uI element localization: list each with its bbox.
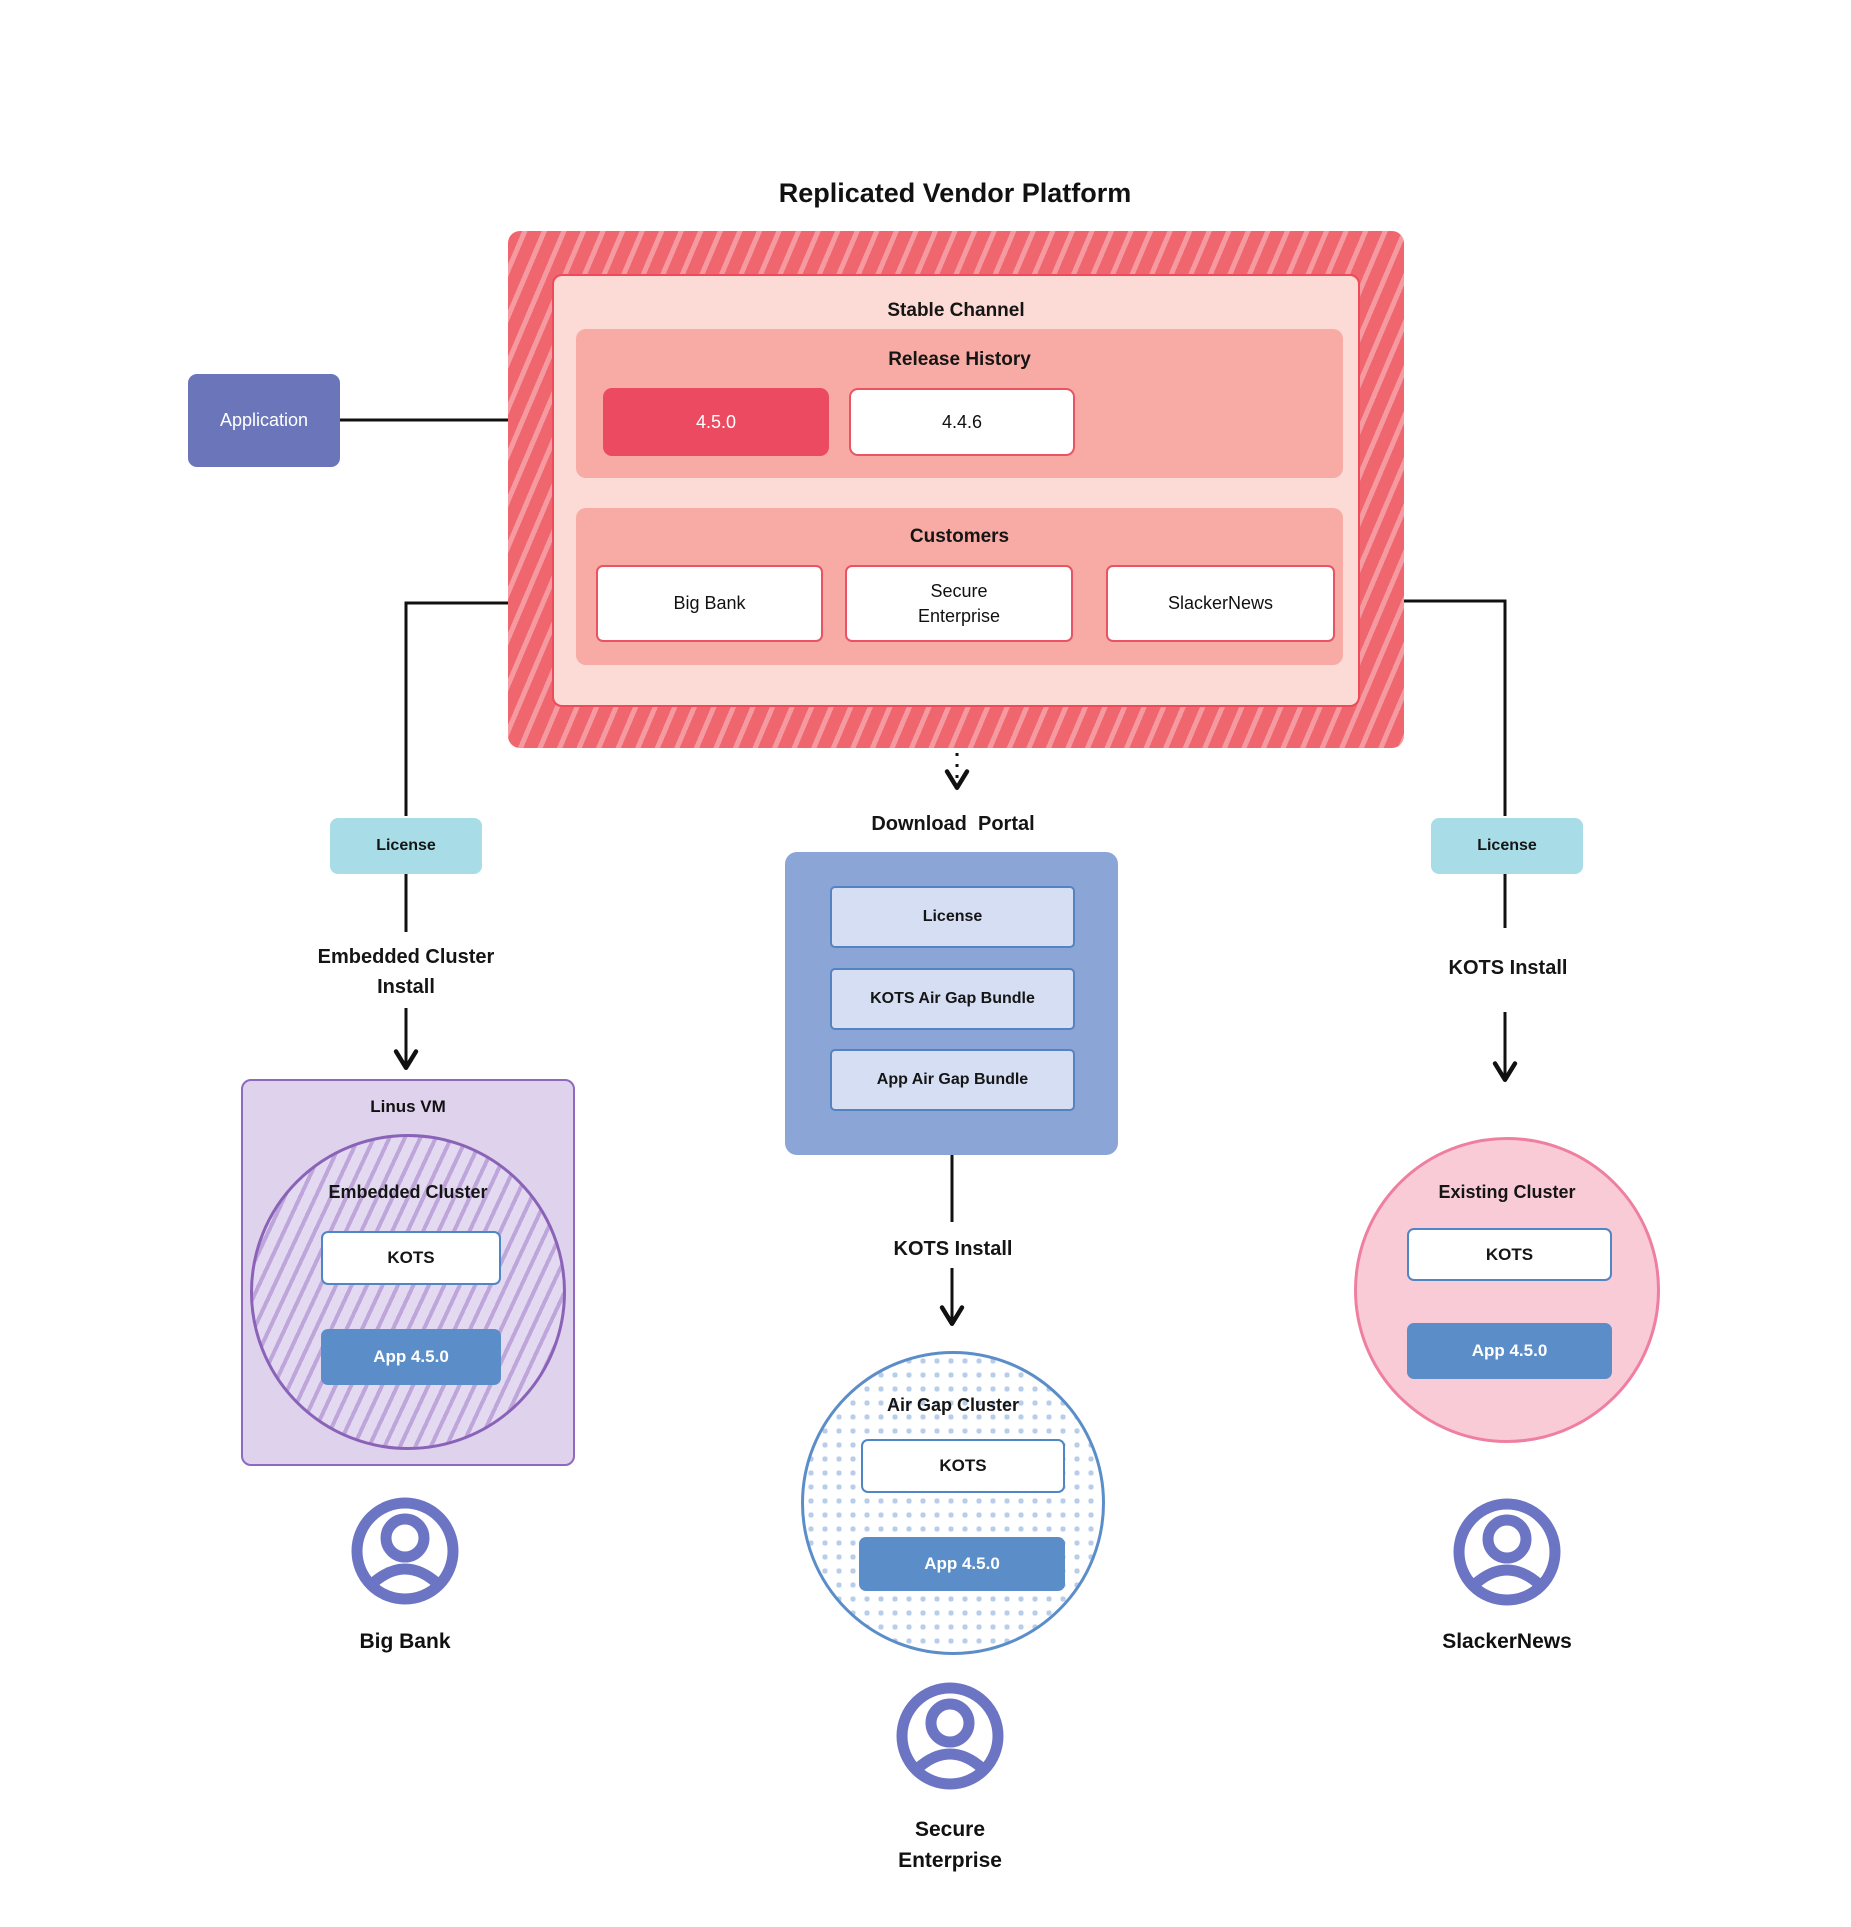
release-history-box: Release History 4.5.0 4.4.6	[576, 329, 1343, 478]
customer-big-bank[interactable]: Big Bank	[596, 565, 823, 642]
download-portal-title: Download Portal	[871, 813, 1035, 835]
kots-install-label-right: KOTS Install	[1448, 957, 1568, 979]
person-circle-icon	[1453, 1498, 1561, 1606]
linus-vm-box: Linus VM Embedded Cluster KOTS App 4.5.0	[241, 1079, 575, 1466]
portal-item-kots-airgap-bundle[interactable]: KOTS Air Gap Bundle	[830, 968, 1075, 1030]
vendor-platform-container: Stable Channel Release History 4.5.0 4.4…	[508, 231, 1404, 748]
embedded-cluster-install-label: Embedded Cluster Install	[317, 946, 495, 998]
kots-install-label-center: KOTS Install	[893, 1238, 1013, 1260]
customer-slackernews[interactable]: SlackerNews	[1106, 565, 1335, 642]
customers-label: Customers	[909, 526, 1010, 547]
app-box-airgap: App 4.5.0	[859, 1537, 1065, 1591]
portal-item-license[interactable]: License	[830, 886, 1075, 948]
existing-cluster-label: Existing Cluster	[1438, 1182, 1576, 1202]
stable-channel-label: Stable Channel	[887, 300, 1025, 321]
release-history-label: Release History	[888, 349, 1031, 370]
app-box-existing: App 4.5.0	[1407, 1323, 1612, 1379]
owner-label-secure-enterprise: Secure Enterprise	[898, 1818, 1002, 1872]
customer-secure-enterprise[interactable]: Secure Enterprise	[845, 565, 1073, 642]
air-gap-cluster-circle: Air Gap Cluster KOTS App 4.5.0	[801, 1351, 1105, 1655]
owner-label-big-bank: Big Bank	[359, 1630, 451, 1653]
kots-box-embedded: KOTS	[321, 1231, 501, 1285]
customers-box: Customers Big Bank Secure Enterprise Sla…	[576, 508, 1343, 665]
embedded-cluster-circle: Embedded Cluster KOTS App 4.5.0	[250, 1134, 566, 1450]
kots-box-airgap: KOTS	[861, 1439, 1065, 1493]
owner-label-slackernews: SlackerNews	[1442, 1630, 1572, 1653]
release-4-5-0[interactable]: 4.5.0	[603, 388, 829, 456]
person-circle-icon	[351, 1497, 459, 1605]
kots-box-existing: KOTS	[1407, 1228, 1612, 1281]
license-box-left: License	[330, 818, 482, 874]
person-circle-icon	[896, 1682, 1004, 1790]
license-box-right: License	[1431, 818, 1583, 874]
portal-item-app-airgap-bundle[interactable]: App Air Gap Bundle	[830, 1049, 1075, 1111]
embedded-cluster-label: Embedded Cluster	[328, 1182, 488, 1202]
linus-vm-label: Linus VM	[370, 1097, 446, 1116]
release-4-4-6[interactable]: 4.4.6	[849, 388, 1075, 456]
existing-cluster-circle: Existing Cluster KOTS App 4.5.0	[1354, 1137, 1660, 1443]
stable-channel-box: Stable Channel Release History 4.5.0 4.4…	[552, 274, 1360, 707]
app-box-embedded: App 4.5.0	[321, 1329, 501, 1385]
air-gap-cluster-label: Air Gap Cluster	[886, 1395, 1020, 1415]
diagram-title: Replicated Vendor Platform	[778, 178, 1132, 208]
application-box: Application	[188, 374, 340, 467]
download-portal-box: License KOTS Air Gap Bundle App Air Gap …	[785, 852, 1118, 1155]
